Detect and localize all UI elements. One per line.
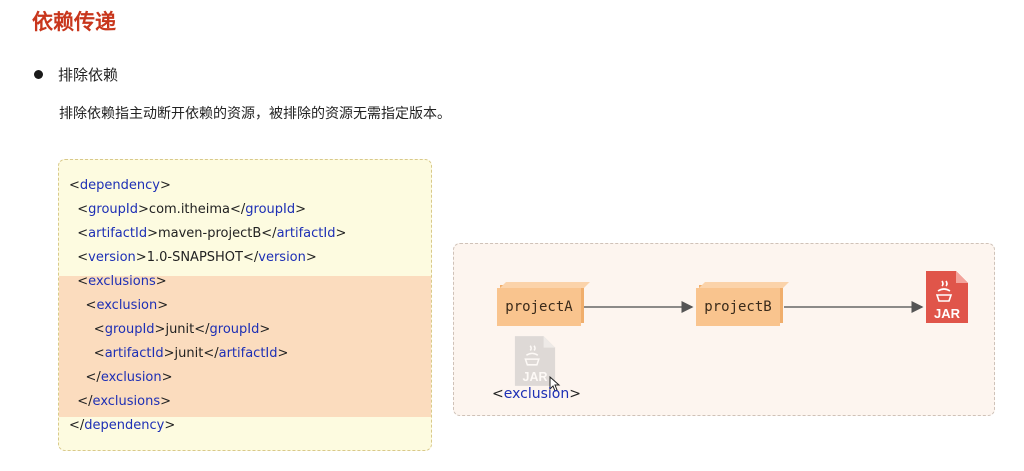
bullet-text: 排除依赖 (58, 66, 119, 84)
code-line: <groupId>junit</groupId> (93, 322, 271, 337)
excluded-jar-label: JAR (523, 370, 548, 384)
slide-title: 依赖传递 (32, 10, 116, 34)
code-line: <dependency> (69, 178, 171, 193)
code-line: <groupId>com.itheima</groupId> (77, 202, 307, 217)
diagram-arrows (584, 301, 924, 313)
project-b-label: projectB (704, 299, 772, 315)
code-line: <exclusion> (85, 298, 169, 313)
bullet-dot (34, 70, 43, 79)
project-a-label: projectA (505, 299, 573, 315)
code-block: <dependency> <groupId>com.itheima</group… (58, 159, 432, 451)
jar-label: JAR (934, 306, 961, 321)
exclusion-label: <exclusion> (492, 386, 581, 402)
description: 排除依赖指主动断开依赖的资源，被排除的资源无需指定版本。 (59, 106, 451, 122)
project-a-box: projectA (497, 282, 590, 326)
jar-file-icon: JAR (926, 271, 968, 323)
code-line: <artifactId>junit</artifactId> (93, 346, 289, 361)
project-b-box: projectB (696, 282, 789, 326)
excluded-jar-file-icon: JAR (514, 336, 556, 386)
code-line: <exclusions> (77, 274, 167, 289)
bullet-item: 排除依赖 (34, 64, 118, 85)
code-line: </dependency> (69, 418, 176, 433)
code-highlight (59, 276, 431, 417)
code-line: <version>1.0-SNAPSHOT</version> (77, 250, 317, 265)
code-line: </exclusion> (85, 370, 173, 385)
code-line: <artifactId>maven-projectB</artifactId> (77, 226, 347, 241)
dependency-diagram: projectA projectB JAR JAR <exclusion> (453, 243, 995, 416)
mouse-cursor-icon (549, 376, 561, 392)
code-line: </exclusions> (77, 394, 172, 409)
